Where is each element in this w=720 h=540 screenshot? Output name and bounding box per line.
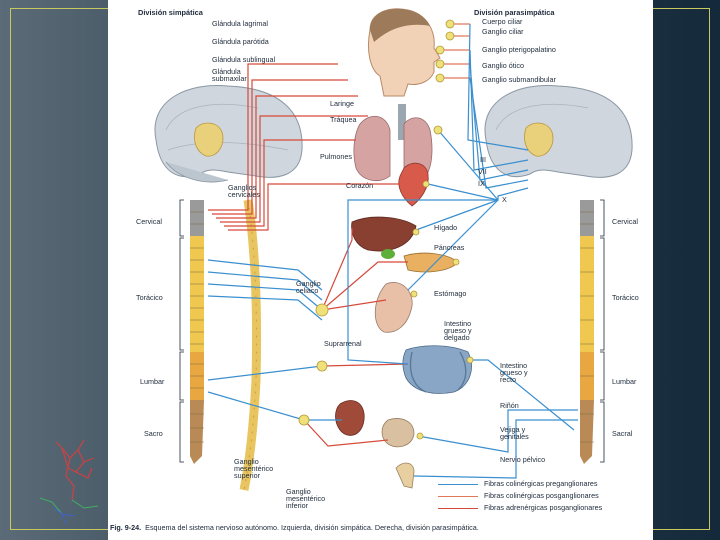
head-illustration	[367, 8, 441, 140]
label-ganglio-ciliar: Ganglio ciliar	[482, 27, 524, 36]
label-vejiga-genitales: Vejiga y genitales	[500, 425, 529, 442]
diagram-drawing	[154, 8, 633, 491]
label-pulmones: Pulmones	[320, 152, 352, 161]
legend-swatch-2	[438, 508, 478, 509]
caption-text: Esquema del sistema nervioso autónomo. I…	[145, 523, 479, 532]
legend-swatch-1	[438, 496, 478, 497]
legend-label-2: Fibras adrenérgicas posganglionares	[484, 503, 603, 512]
label-ganglio-pterigopalatino: Ganglio pterigopalatino	[482, 45, 556, 54]
legend-label-1: Fibras colinérgicas posganglionares	[484, 491, 599, 500]
label-intestino-grueso-recto: Intestino grueso y recto	[500, 361, 528, 385]
region-right-cervical: Cervical	[612, 217, 638, 226]
molecule-decoration-icon	[39, 439, 99, 525]
parasympathetic-header: División parasimpática	[474, 8, 555, 17]
label-cuerpo-ciliar: Cuerpo ciliar	[482, 17, 523, 26]
label-glandula-submaxilar: Glándula submaxilar	[212, 67, 247, 84]
label-ganglio-celiaco: Ganglio celiaco	[296, 279, 321, 296]
ans-diagram-figure: División simpática División parasimpátic…	[108, 0, 653, 540]
region-left-lumbar: Lumbar	[140, 377, 165, 386]
label-ganglio-submandibular: Ganglio submandibular	[482, 75, 556, 84]
stomach	[374, 282, 413, 333]
label-suprarrenal: Suprarrenal	[324, 339, 362, 348]
figure-caption: Fig. 9-24.Esquema del sistema nervioso a…	[110, 523, 479, 532]
label-laringe: Laringe	[330, 99, 354, 108]
label-ganglio-mesenterico-inferior: Ganglio mesentérico inferior	[286, 487, 326, 511]
label-pancreas: Páncreas	[434, 243, 465, 252]
label-corazon: Corazón	[346, 181, 374, 190]
region-right-lumbar: Lumbar	[612, 377, 637, 386]
label-ganglios-cervicales: Ganglios cervicales	[228, 183, 260, 200]
label-rinon: Riñón	[500, 401, 519, 410]
label-glandula-parotida: Glándula parótida	[212, 37, 269, 46]
label-glandula-sublingual: Glándula sublingual	[212, 55, 276, 64]
fiber-paths	[207, 23, 578, 479]
legend-label-0: Fibras colinérgicas preganglionares	[484, 479, 598, 488]
label-nervio-pelvico: Nervio pélvico	[500, 455, 546, 464]
lungs	[353, 116, 433, 182]
region-left-cervical: Cervical	[136, 217, 162, 226]
kidney	[335, 400, 365, 436]
left-brain	[154, 84, 303, 183]
liver	[351, 216, 417, 259]
label-cranial-ix: IX	[478, 179, 485, 188]
right-brain	[484, 84, 633, 178]
pancreas	[403, 252, 459, 273]
label-cranial-iii: III	[480, 155, 486, 164]
ganglia	[298, 19, 474, 440]
sympathetic-chain	[239, 199, 262, 491]
label-cranial-x: X	[502, 195, 507, 204]
label-ganglio-mesenterico-superior: Ganglio mesentérico superior	[234, 457, 274, 481]
sympathetic-header: División simpática	[138, 8, 203, 17]
region-left-sacro: Sacro	[144, 429, 163, 438]
label-higado: Hígado	[434, 223, 458, 232]
label-cranial-vii: VII	[478, 167, 487, 176]
heart	[398, 162, 429, 207]
region-brackets	[179, 199, 605, 463]
region-left-toracico: Torácico	[136, 293, 163, 302]
label-traquea: Tráquea	[330, 115, 357, 124]
region-right-toracico: Torácico	[612, 293, 639, 302]
region-right-sacral: Sacral	[612, 429, 633, 438]
caption-figure-number: Fig. 9-24.	[110, 523, 142, 532]
legend-swatch-0	[438, 484, 478, 485]
label-intestino-grueso-delgado: Intestino grueso y delgado	[444, 319, 472, 343]
right-spinal-cord	[580, 200, 594, 464]
intestines	[402, 345, 472, 394]
label-glandula-lagrimal: Glándula lagrimal	[212, 19, 268, 28]
label-estomago: Estómago	[434, 289, 467, 298]
left-spinal-cord	[190, 200, 204, 464]
label-ganglio-otico: Ganglio ótico	[482, 61, 524, 70]
bladder	[381, 418, 415, 489]
